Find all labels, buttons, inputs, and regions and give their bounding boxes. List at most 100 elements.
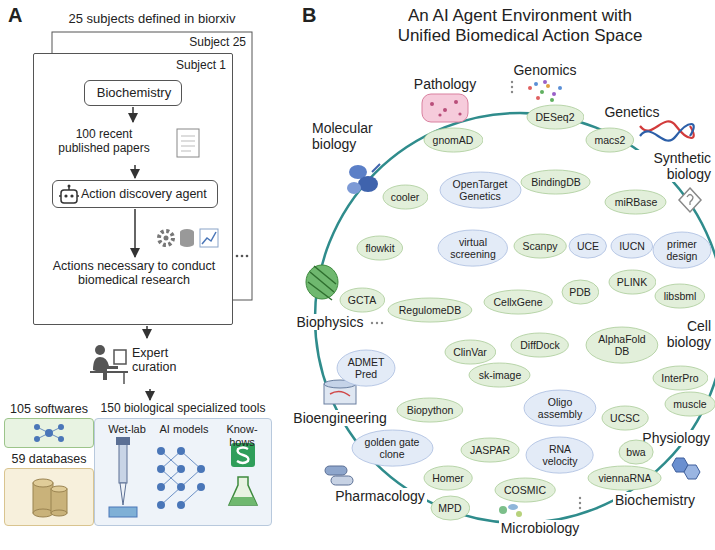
- box-label: 150 biological specialized tools: [94, 402, 272, 416]
- tool-name: InterPro: [661, 372, 698, 384]
- tool-kind-label: AI models: [154, 423, 214, 436]
- box-label: Actions necessary to conduct biomedical …: [42, 259, 226, 288]
- tool-name: miRBase: [615, 196, 658, 208]
- tool-name: Scanpy: [522, 240, 557, 252]
- tool-oval: CellxGene: [483, 289, 553, 315]
- tool-oval: AlphaFold DB: [585, 326, 659, 364]
- tool-oval: bwa: [618, 439, 654, 465]
- tool-name: virtual screening: [448, 236, 498, 260]
- tool-name: IUCN: [619, 240, 645, 252]
- tool-oval: PDB: [561, 279, 600, 305]
- tool-oval: flowkit: [356, 235, 404, 261]
- tool-oval: DiffDock: [510, 332, 569, 358]
- tool-name: bwa: [626, 446, 645, 458]
- category-label: Pathology: [412, 76, 478, 92]
- tool-name: Oligo assembly: [534, 396, 586, 420]
- category-label: Bioengineering: [291, 410, 388, 426]
- tool-box: [4, 468, 94, 526]
- tool-kind-label: Wet-lab: [100, 423, 154, 436]
- action-space-ring: [315, 113, 715, 523]
- tool-oval: ADMET Pred: [336, 349, 396, 387]
- tool-oval: virtual screening: [437, 229, 509, 267]
- flow-arrow: [146, 326, 148, 338]
- category-label: Cell biology: [649, 318, 713, 350]
- tool-oval: UCSC: [601, 405, 649, 431]
- tool-oval: Scanpy: [513, 233, 567, 259]
- category-label: Microbiology: [499, 520, 582, 536]
- tool-oval: viennaRNA: [587, 465, 662, 491]
- category-label: Genomics: [511, 62, 578, 78]
- tool-kind-label: Subject 25: [189, 36, 246, 50]
- tool-name: RegulomeDB: [399, 304, 461, 316]
- tool-name: macs2: [595, 134, 626, 146]
- process-box: Biochemistry: [84, 80, 182, 106]
- process-box: 59 databases: [4, 452, 94, 526]
- category-label: Synthetic biology: [635, 150, 713, 182]
- pipette-icon: [109, 437, 137, 517]
- tool-oval: sk-image: [468, 362, 531, 388]
- process-box: 100 recent published papers: [52, 124, 218, 164]
- category-label: Physiology: [640, 430, 712, 446]
- molecular-biology-icon: [347, 164, 380, 194]
- dna-icon: [640, 121, 694, 140]
- tool-oval: COSMIC: [494, 477, 556, 503]
- tool-name: COSMIC: [504, 484, 546, 496]
- tool-name: PLINK: [617, 276, 647, 288]
- database-icon: [5, 469, 93, 525]
- flow-arrow: [149, 389, 151, 400]
- flow-arrow: [132, 107, 134, 122]
- tool-oval: IUCN: [610, 233, 654, 259]
- genomics-icon: [528, 80, 562, 102]
- tool-oval: UCE: [568, 233, 607, 259]
- more-dots: [236, 255, 249, 258]
- box-label: 105 softwares: [4, 402, 94, 416]
- tool-name: BindingDB: [531, 176, 581, 188]
- tool-name: muscle: [673, 398, 706, 410]
- tool-oval: GCTA: [339, 287, 386, 313]
- biochemistry-icon: [672, 458, 700, 479]
- robot-icon: [58, 184, 80, 206]
- tool-name: ADMET Pred: [346, 356, 386, 380]
- tool-name: DESeq2: [535, 111, 574, 123]
- more-dots: [579, 497, 581, 509]
- category-label: Molecular biology: [310, 120, 394, 152]
- category-label: Genetics: [602, 104, 661, 120]
- tool-oval: MPD: [430, 495, 471, 521]
- ai-model-icon: [157, 447, 205, 509]
- tool-oval: Oligo assembly: [523, 389, 597, 427]
- microbiology-icon: [499, 504, 522, 517]
- tool-name: primer design: [662, 238, 702, 262]
- tool-name: AlphaFold DB: [596, 333, 648, 357]
- pharmacology-icon: [325, 466, 353, 485]
- tool-oval: BindingDB: [520, 169, 591, 195]
- tool-name: flowkit: [365, 242, 394, 254]
- tool-name: Biopython: [407, 404, 454, 416]
- tool-oval: macs2: [585, 127, 635, 153]
- tool-name: gnomAD: [433, 134, 474, 146]
- box-label: 25 subjects defined in biorxiv: [52, 12, 252, 27]
- tool-name: UCSC: [610, 412, 640, 424]
- tool-name: viennaRNA: [598, 472, 651, 484]
- process-box: Action discovery agent: [52, 180, 218, 208]
- tool-name: GCTA: [348, 294, 376, 306]
- tool-oval: PLINK: [608, 269, 657, 295]
- synthetic-biology-icon: [679, 188, 701, 212]
- tool-oval: RegulomeDB: [387, 297, 473, 323]
- tool-oval: OpenTarget Genetics: [439, 171, 522, 209]
- category-label: Biophysics: [295, 314, 366, 330]
- tool-name: RNA velocity: [536, 443, 584, 467]
- box-label: 100 recent published papers: [52, 128, 156, 156]
- tool-oval: ClinVar: [444, 339, 497, 365]
- more-dots: [371, 322, 383, 324]
- tool-oval: Homer: [423, 465, 473, 491]
- tool-oval: miRBase: [604, 189, 667, 215]
- tool-name: JASPAR: [470, 444, 510, 456]
- tool-name: golden gate clone: [362, 436, 422, 460]
- tool-oval: RNA velocity: [525, 436, 594, 474]
- tool-name: Homer: [432, 472, 464, 484]
- tool-kind-label: Know-hows: [214, 423, 270, 448]
- tool-name: libsbml: [664, 290, 697, 302]
- category-label: Pharmacology: [333, 488, 427, 504]
- tool-oval: golden gate clone: [351, 429, 434, 467]
